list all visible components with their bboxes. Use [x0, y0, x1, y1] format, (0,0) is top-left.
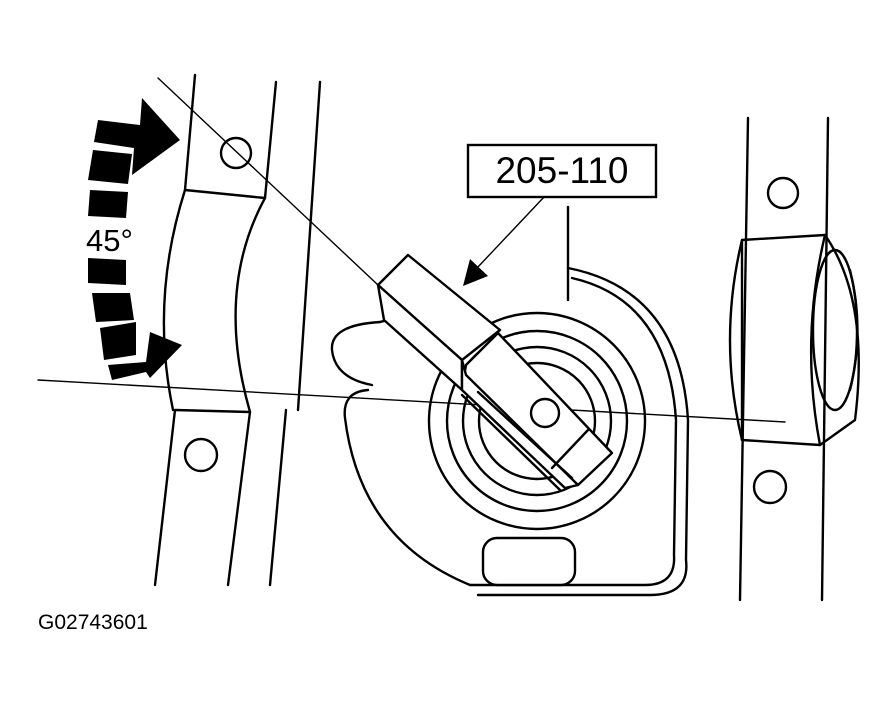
reference-lines — [37, 77, 786, 423]
rotation-arrow: 45° — [86, 98, 182, 380]
special-tool — [376, 253, 614, 492]
tool-number: 205-110 — [495, 150, 628, 191]
callout-leader — [463, 195, 546, 286]
tool-pin — [529, 397, 561, 429]
bolt-hole-upper-left — [219, 136, 253, 170]
figure-id: G02743601 — [38, 611, 148, 634]
bolt-hole-lower-left — [183, 437, 219, 473]
left-housing — [153, 73, 322, 587]
angle-label: 45° — [86, 223, 133, 258]
cover-tab — [481, 536, 577, 587]
tool-callout: 205-110 — [466, 143, 658, 199]
bolt-hole-upper-right — [766, 176, 800, 210]
callout-box — [466, 143, 658, 199]
right-housing — [728, 116, 860, 602]
bolt-hole-lower-right — [752, 469, 788, 505]
